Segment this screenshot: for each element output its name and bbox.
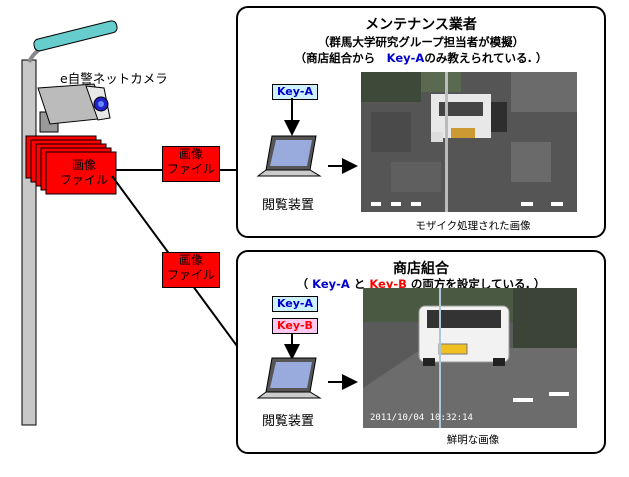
camera-file-label: 画像 ファイル [59,158,108,187]
street-lamp-icon [33,20,118,52]
image-file-stack-icon [25,135,117,195]
key-b-badge: Key-B [272,318,318,334]
shop-viewer-label: 閲覧装置 [262,414,315,429]
mosaic-image-caption: モザイク処理された画像 [415,220,531,232]
maintenance-panel-note: （商店組合から Key-Aのみ教えられている. ） [294,51,548,65]
laptop-icon [256,135,322,177]
clear-image-caption: 鮮明な画像 [446,434,500,446]
key-a-badge-shop: Key-A [272,296,318,312]
laptop-icon-shop [256,357,322,399]
key-a-badge: Key-A [272,84,318,100]
maintenance-panel-title: メンテナンス業者 [365,17,477,33]
flow-label-bottom: 画像 ファイル [162,252,220,288]
clear-camera-image [363,288,577,428]
flow-label-top: 画像 ファイル [162,146,220,182]
maintenance-viewer-label: 閲覧装置 [262,198,315,213]
shop-panel-note: （ Key-A と Key-B の両方を設定している. ） [296,277,546,291]
timestamp-overlay: 2011/10/04 10:32:14 [370,413,473,423]
shop-panel-title: 商店組合 [393,261,449,277]
camera-pole-illustration [21,20,240,426]
security-camera-icon [37,83,111,133]
camera-label: e自警ネットカメラ [60,71,168,86]
maintenance-panel-graphics [256,72,577,212]
mosaic-image [361,72,577,212]
maintenance-panel-subtitle: （群馬大学研究グループ担当者が模擬） [317,35,525,49]
shop-panel-graphics: 2011/10/04 10:32:14 [256,288,577,428]
